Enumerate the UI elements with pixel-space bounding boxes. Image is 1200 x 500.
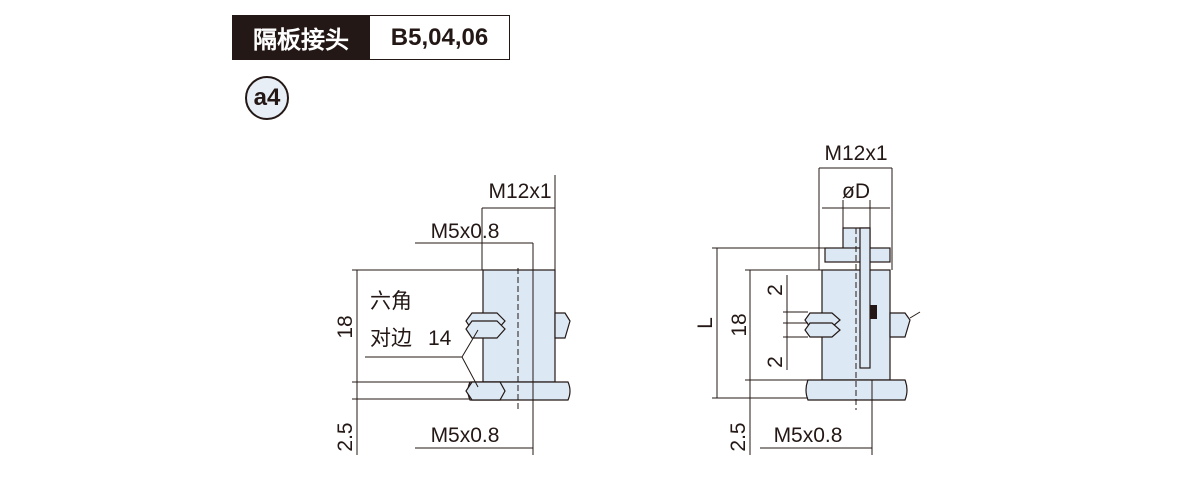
right-seal [870, 305, 877, 319]
left-bottom-hex [465, 381, 506, 401]
hex-size: 14 [428, 327, 452, 350]
hex-leader-line [461, 356, 479, 388]
hex-label-line1: 六角 [370, 289, 412, 313]
left-hex-nut-right [554, 312, 571, 339]
left-height: 18 [334, 315, 357, 338]
right-length: L [694, 317, 717, 329]
nut-top-dim: 2 [764, 284, 787, 296]
leader-line [909, 311, 921, 319]
right-offset: 2.5 [727, 422, 750, 451]
left-thread-outer: M12x1 [488, 180, 551, 203]
right-height: 18 [728, 313, 751, 336]
model-label: B5,04,06 [370, 15, 510, 60]
right-hex-nut-2 [804, 322, 841, 338]
right-fitting-drawing: M12x1 øD L 18 2 2 2.5 M5x0.8 [694, 142, 921, 455]
left-thread-top: M5x0.8 [431, 220, 500, 243]
hex-label-line2: 对边 [370, 326, 412, 350]
section-badge: a4 [245, 76, 289, 120]
left-thread-bottom: M5x0.8 [431, 424, 500, 447]
right-thread-outer: M12x1 [824, 142, 887, 165]
right-thread-bottom: M5x0.8 [774, 424, 843, 447]
left-fitting-drawing: M12x1 M5x0.8 18 2.5 M5x0.8 六角 对边 14 [334, 175, 571, 455]
right-inner-tube [859, 227, 871, 369]
category-label: 隔板接头 [232, 15, 370, 60]
left-hex-nut-2 [465, 320, 506, 339]
right-cap [824, 247, 891, 263]
tube-diameter: øD [842, 180, 870, 203]
nut-bottom-dim: 2 [764, 356, 787, 368]
right-hex-nut-right [889, 312, 911, 338]
left-offset: 2.5 [334, 422, 357, 451]
